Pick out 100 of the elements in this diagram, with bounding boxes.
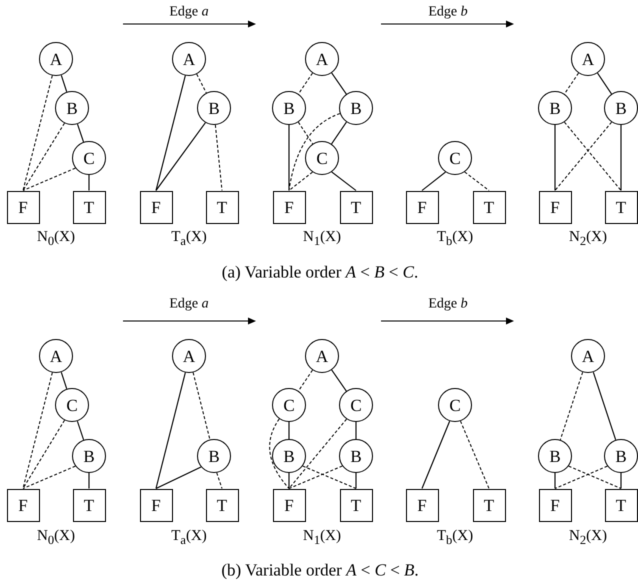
connector-line xyxy=(288,466,343,489)
connector-line xyxy=(269,418,290,489)
terminal-node: T xyxy=(472,488,506,522)
terminal-node: F xyxy=(538,190,572,224)
connector-line xyxy=(22,122,65,191)
diagram-label: N$_{2}$(X) xyxy=(569,528,607,548)
variable-node: C xyxy=(72,141,106,175)
connector-line xyxy=(22,420,66,489)
terminal-node: T xyxy=(604,190,638,224)
terminal-node: T xyxy=(340,488,372,522)
diagram-label: T$_{b}$(X) xyxy=(436,528,474,548)
variable-node: A xyxy=(39,339,73,373)
terminal-node: F xyxy=(140,190,172,224)
connector-line xyxy=(298,72,313,94)
variable-node: A xyxy=(172,339,206,373)
variable-node: B xyxy=(538,91,572,125)
connector-line xyxy=(288,418,348,489)
variable-node: C xyxy=(339,388,373,422)
connector-line xyxy=(560,372,584,440)
connector-line xyxy=(460,420,490,489)
connector-line xyxy=(155,372,186,489)
variable-node: C xyxy=(305,141,339,175)
connector-line xyxy=(298,122,314,144)
connector-line xyxy=(592,372,616,440)
terminal-node: F xyxy=(406,190,438,224)
variable-node: B xyxy=(272,439,306,473)
variable-node: A xyxy=(305,339,339,373)
connector-line xyxy=(156,466,202,489)
connector-line xyxy=(214,124,222,191)
variable-node: A xyxy=(571,42,605,76)
connector-line xyxy=(22,372,53,489)
connector-line xyxy=(422,420,450,489)
terminal-node: T xyxy=(472,190,506,224)
connector-line xyxy=(155,75,186,191)
terminal-node: F xyxy=(272,190,306,224)
diagram-label: N$_{1}$(X) xyxy=(303,528,341,548)
variable-node: B xyxy=(538,439,572,473)
connector-line xyxy=(331,172,356,191)
connector-line xyxy=(196,74,207,94)
connector-line xyxy=(554,122,612,191)
terminal-node: F xyxy=(6,190,40,224)
connector-line xyxy=(331,122,347,144)
variable-node: A xyxy=(172,42,206,76)
terminal-node: F xyxy=(406,488,438,522)
variable-node: A xyxy=(39,42,73,76)
variable-node: B xyxy=(55,91,89,125)
connector-line xyxy=(568,466,622,489)
arrow-label: Edge a xyxy=(169,296,209,312)
variable-node: B xyxy=(339,439,373,473)
variable-node: C xyxy=(438,388,472,422)
diagram-label: T$_{a}$(X) xyxy=(171,528,207,548)
connector-line xyxy=(302,466,356,489)
subfigure-caption: (b) Variable order A < C < B. xyxy=(221,562,419,580)
variable-node: A xyxy=(305,42,339,76)
connector-line xyxy=(331,370,347,392)
diagram-label: N$_{0}$(X) xyxy=(37,229,75,249)
variable-node: B xyxy=(339,91,373,125)
connector-line xyxy=(288,422,290,439)
terminal-node: F xyxy=(140,488,172,522)
connector-line xyxy=(76,124,84,142)
variable-node: C xyxy=(272,388,306,422)
connector-line xyxy=(216,472,222,489)
connector-line xyxy=(620,473,622,488)
diagram-label: N$_{2}$(X) xyxy=(569,229,607,249)
terminal-node: T xyxy=(604,488,638,522)
subfigure-caption: (a) Variable order A < B < C. xyxy=(222,264,418,282)
connector-line xyxy=(288,172,313,191)
connector-line xyxy=(192,372,210,440)
connector-line xyxy=(88,473,90,488)
connector-line xyxy=(564,122,622,191)
connector-line xyxy=(554,466,608,489)
connector-line xyxy=(355,473,357,488)
diagram-label: T$_{a}$(X) xyxy=(171,229,207,249)
connector-line xyxy=(564,72,579,94)
variable-node: B xyxy=(197,91,231,125)
variable-node: C xyxy=(438,141,472,175)
arrow-label: Edge b xyxy=(428,296,468,312)
connector-line xyxy=(288,125,290,190)
connector-line xyxy=(597,72,612,94)
connector-line xyxy=(331,72,347,94)
terminal-node: T xyxy=(340,190,372,224)
variable-node: B xyxy=(72,439,106,473)
connector-line xyxy=(156,122,206,191)
connector-line xyxy=(554,473,556,488)
variable-node: A xyxy=(571,339,605,373)
variable-node: B xyxy=(604,439,638,473)
connector-line xyxy=(22,466,76,489)
connector-line xyxy=(60,372,68,390)
variable-node: C xyxy=(55,388,89,422)
terminal-node: T xyxy=(72,190,106,224)
connector-line xyxy=(464,171,490,191)
connector-line xyxy=(22,168,76,191)
connector-line xyxy=(620,125,622,190)
terminal-node: F xyxy=(272,488,306,522)
diagram-label: N$_{1}$(X) xyxy=(303,229,341,249)
connector-line xyxy=(288,473,290,488)
variable-node: B xyxy=(604,91,638,125)
variable-node: B xyxy=(272,91,306,125)
connector-line xyxy=(60,74,68,92)
connector-line xyxy=(355,422,357,439)
